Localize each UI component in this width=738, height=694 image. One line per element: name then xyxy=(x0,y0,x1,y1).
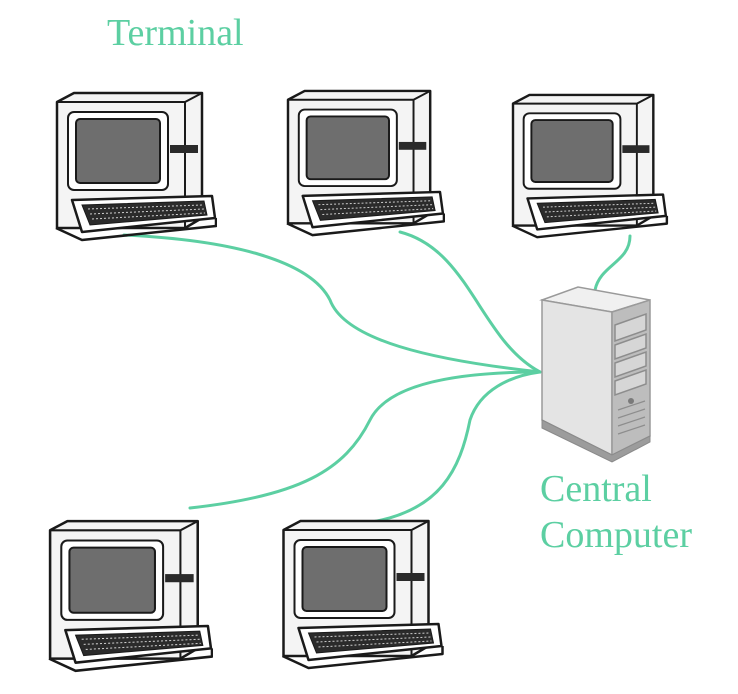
central-computer-label-line1: Central xyxy=(540,468,652,510)
terminal-label: Terminal xyxy=(107,12,244,54)
central-computer-label-line2: Computer xyxy=(540,514,692,556)
link-terminal-3 xyxy=(593,234,632,292)
terminal-icon xyxy=(281,519,444,670)
link-terminal-5 xyxy=(370,370,542,524)
link-terminal-4 xyxy=(188,370,542,510)
server-tower-icon xyxy=(539,286,651,463)
link-terminal-2 xyxy=(398,230,542,374)
terminal-icon xyxy=(54,91,217,242)
connection-lines xyxy=(122,230,632,524)
central-computer-label: Central Computer xyxy=(540,466,692,558)
terminal-icon xyxy=(47,519,213,673)
terminal-icon xyxy=(510,93,669,239)
terminal-icon xyxy=(285,89,445,237)
link-terminal-1 xyxy=(122,233,542,374)
